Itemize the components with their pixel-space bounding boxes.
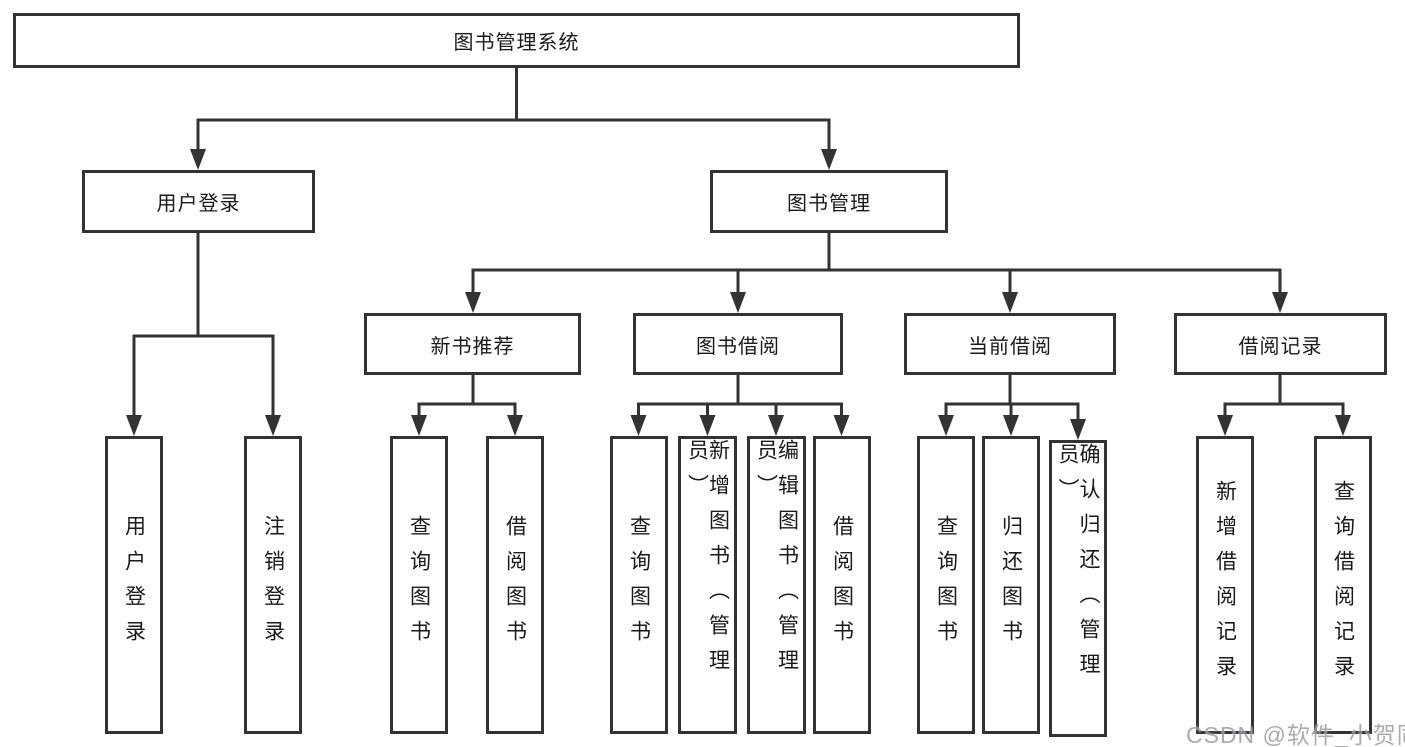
leaf-query-books-borrow: 查询图书 bbox=[610, 436, 668, 734]
leaf-confirm-return-admin: 确认归还（管理员） bbox=[1049, 440, 1107, 737]
node-book-management: 图书管理 bbox=[710, 170, 948, 233]
node-new-book-recommend-label: 新书推荐 bbox=[430, 335, 515, 358]
leaf-return-books: 归还图书 bbox=[982, 436, 1040, 734]
leaf-add-borrow-record-label: 新增借阅记录 bbox=[1213, 480, 1237, 690]
node-current-borrow: 当前借阅 bbox=[904, 313, 1116, 375]
node-book-borrow-label: 图书借阅 bbox=[696, 335, 780, 358]
node-library-system-label: 图书管理系统 bbox=[453, 32, 580, 54]
leaf-borrow-books-borrow: 借阅图书 bbox=[813, 436, 871, 734]
leaf-return-books-label: 归还图书 bbox=[999, 515, 1023, 655]
leaf-query-books-current-label: 查询图书 bbox=[934, 515, 958, 655]
leaf-query-books-borrow-label: 查询图书 bbox=[627, 515, 651, 655]
node-borrow-records: 借阅记录 bbox=[1174, 313, 1387, 375]
node-book-management-label: 图书管理 bbox=[787, 193, 871, 215]
node-user-login-label: 用户登录 bbox=[156, 193, 241, 215]
node-borrow-records-label: 借阅记录 bbox=[1238, 335, 1323, 358]
leaf-query-borrow-record: 查询借阅记录 bbox=[1314, 436, 1372, 734]
leaf-confirm-return-admin-label: 确认归还（管理员） bbox=[1056, 443, 1100, 688]
leaf-edit-book-admin-label: 编辑图书（管理员） bbox=[754, 439, 799, 684]
leaf-borrow-books-borrow-label: 借阅图书 bbox=[830, 515, 854, 655]
leaf-add-book-admin: 新增图书（管理员） bbox=[678, 436, 737, 734]
node-library-system: 图书管理系统 bbox=[13, 13, 1020, 68]
leaf-user-login: 用户登录 bbox=[105, 436, 163, 734]
watermark: CSDN @软件_小贺同学 bbox=[1186, 722, 1405, 747]
leaf-query-books-current: 查询图书 bbox=[917, 436, 975, 734]
node-book-borrow: 图书借阅 bbox=[633, 313, 843, 375]
leaf-logout: 注销登录 bbox=[244, 436, 302, 734]
node-user-login: 用户登录 bbox=[82, 170, 315, 233]
leaf-add-book-admin-label: 新增图书（管理员） bbox=[685, 439, 730, 684]
leaf-query-books-recommend-label: 查询图书 bbox=[407, 515, 431, 655]
leaf-query-books-recommend: 查询图书 bbox=[390, 436, 448, 734]
leaf-logout-label: 注销登录 bbox=[261, 515, 285, 655]
leaf-query-borrow-record-label: 查询借阅记录 bbox=[1331, 480, 1355, 690]
leaf-borrow-books-recommend-label: 借阅图书 bbox=[503, 515, 527, 655]
leaf-add-borrow-record: 新增借阅记录 bbox=[1196, 436, 1254, 734]
node-current-borrow-label: 当前借阅 bbox=[968, 335, 1052, 358]
node-new-book-recommend: 新书推荐 bbox=[364, 313, 581, 375]
leaf-user-login-label: 用户登录 bbox=[122, 515, 146, 655]
leaf-borrow-books-recommend: 借阅图书 bbox=[486, 436, 544, 734]
leaf-edit-book-admin: 编辑图书（管理员） bbox=[747, 436, 806, 734]
